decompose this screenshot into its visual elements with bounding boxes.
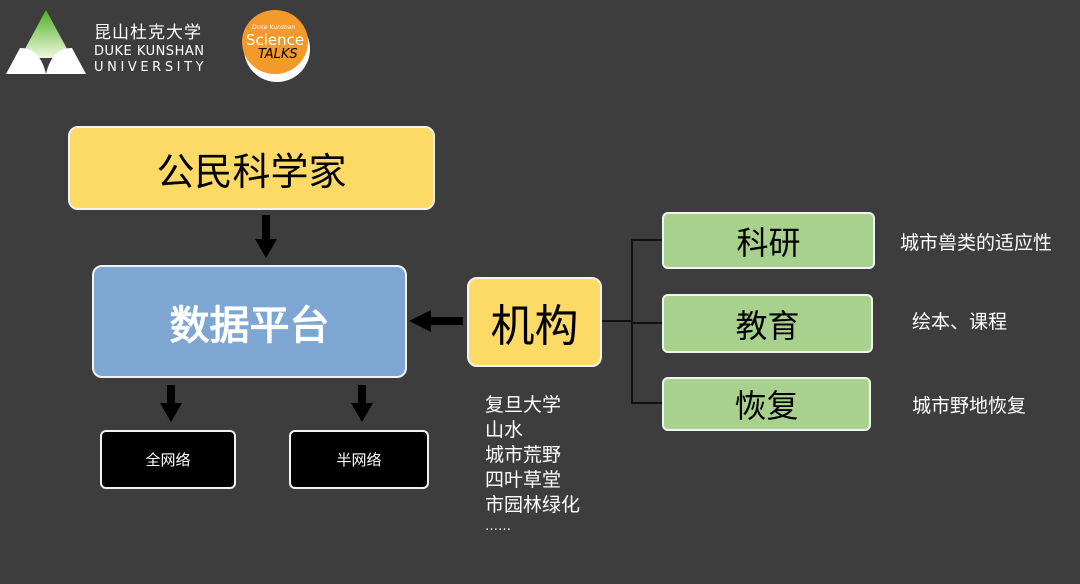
education-box: 教育 [662,294,873,353]
full-network-box: 全网络 [100,430,236,489]
connector-line [631,402,662,404]
connector-line [631,322,662,324]
arrow-down-icon [255,215,277,258]
institution-box: 机构 [467,277,602,367]
data-platform-box: 数据平台 [92,265,407,378]
education-desc: 绘本、课程 [912,311,1008,333]
institution-item: 城市荒野 [485,444,562,466]
institution-item: 市园林绿化 [485,494,581,516]
institution-list: 复旦大学 山水 城市荒野 四叶草堂 市园林绿化 …… [485,393,580,536]
dku-name-cn: 昆山杜克大学 [94,23,202,43]
arrow-down-icon [351,385,373,422]
institution-item: 四叶草堂 [485,469,562,491]
institution-item: …… [485,519,511,534]
science-talks-logo: Duke Kunshan Science TALKS [242,10,310,82]
logo-text-top: Duke Kunshan [252,24,296,31]
connector-line [631,239,662,241]
dku-name-en2: UNIVERSITY [94,60,208,75]
dku-emblem-icon [6,10,86,74]
restoration-desc: 城市野地恢复 [912,395,1027,417]
logo-text-mid: Science [246,31,305,49]
dku-logo: 昆山杜克大学 DUKE KUNSHAN UNIVERSITY [6,8,216,76]
research-box: 科研 [662,212,875,269]
connector-line [631,239,633,404]
research-desc: 城市兽类的适应性 [900,232,1053,254]
citizen-scientist-box: 公民科学家 [68,126,435,210]
restoration-box: 恢复 [662,377,871,431]
institution-item: 复旦大学 [485,394,562,416]
half-network-box: 半网络 [289,430,429,489]
institution-item: 山水 [485,419,524,441]
logo-text-bottom: TALKS [258,47,298,62]
dku-name-en1: DUKE KUNSHAN [94,44,205,59]
arrow-down-icon [160,385,182,422]
connector-line [602,320,633,322]
arrow-left-icon [409,310,463,332]
logo-bubble [242,10,308,74]
